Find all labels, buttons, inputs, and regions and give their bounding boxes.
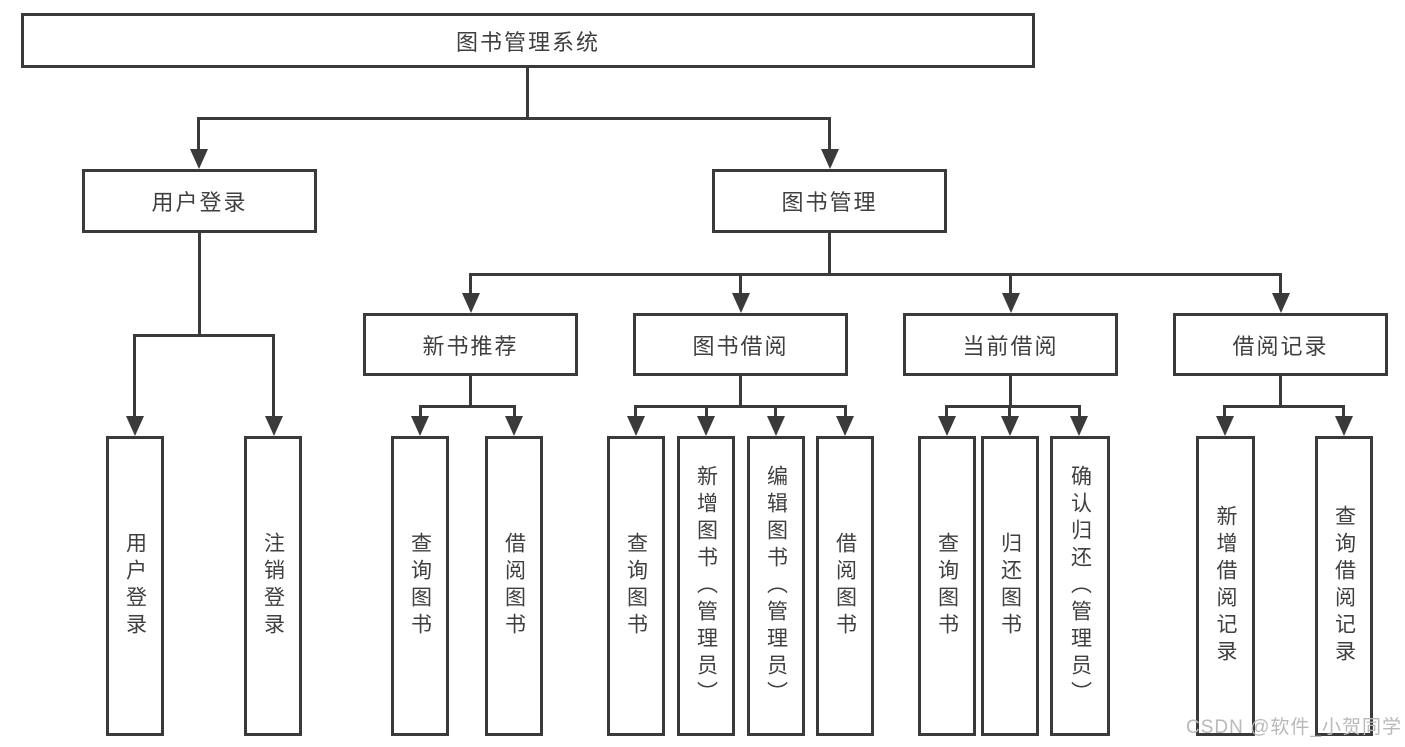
arrow-down-icon — [190, 149, 208, 169]
edge-records-bar — [1224, 405, 1345, 408]
node-root: 图书管理系统 — [21, 13, 1035, 68]
edge-to-book-borrow — [739, 273, 742, 296]
leaf-borrow-books-borrow: 借阅图书 — [816, 436, 874, 736]
arrow-down-icon — [126, 416, 144, 436]
arrow-down-icon — [462, 293, 480, 313]
leaf-edit-books-admin: 编辑图书（管理员） — [747, 436, 805, 736]
node-label: 注销登录 — [261, 532, 285, 640]
node-label: 查询图书 — [408, 532, 432, 640]
leaf-return-books: 归还图书 — [981, 436, 1039, 736]
arrow-down-icon — [1002, 293, 1020, 313]
node-label: 图书管理系统 — [455, 29, 600, 55]
edge-recommend-bar — [419, 405, 515, 408]
edge-root-to-user-login — [197, 117, 200, 150]
edge-to-leaf — [1078, 405, 1081, 418]
node-label: 借阅记录 — [1232, 333, 1329, 359]
node-book-borrow: 图书借阅 — [633, 313, 848, 376]
edge-user-login-trunk — [198, 233, 201, 337]
edge-current-bar — [946, 405, 1081, 408]
edge-root-bar — [197, 117, 831, 120]
node-label: 查询图书 — [935, 532, 959, 640]
edge-to-leaf — [705, 405, 708, 418]
arrow-down-icon — [732, 293, 750, 313]
edge-to-new-book-recommend — [469, 273, 472, 296]
node-label: 新增借阅记录 — [1214, 505, 1237, 667]
edge-to-leaf — [419, 405, 422, 418]
edge-borrow-trunk — [739, 376, 742, 408]
leaf-query-books-current: 查询图书 — [918, 436, 976, 736]
edge-to-leaf — [513, 405, 516, 418]
edge-to-leaf — [1342, 405, 1345, 418]
node-label: 归还图书 — [998, 532, 1022, 640]
arrow-down-icon — [836, 416, 854, 436]
edge-to-leaf — [1223, 405, 1226, 418]
edge-root-trunk — [526, 68, 529, 120]
arrow-down-icon — [821, 149, 839, 169]
node-label: 查询图书 — [624, 532, 648, 640]
node-book-management: 图书管理 — [712, 169, 947, 233]
edge-recommend-trunk — [469, 376, 472, 408]
leaf-query-books-borrow: 查询图书 — [607, 436, 665, 736]
arrow-down-icon — [938, 416, 956, 436]
arrow-down-icon — [697, 416, 715, 436]
edge-to-leaf — [774, 405, 777, 418]
edge-borrow-bar — [635, 405, 846, 408]
edge-to-current-borrow — [1009, 273, 1012, 296]
arrow-down-icon — [1335, 416, 1353, 436]
edge-current-trunk — [1009, 376, 1012, 408]
arrow-down-icon — [265, 416, 283, 436]
edge-book-management-bar — [469, 273, 1281, 276]
node-new-book-recommend: 新书推荐 — [363, 313, 578, 376]
leaf-logout: 注销登录 — [244, 436, 302, 736]
leaf-query-borrow-record: 查询借阅记录 — [1315, 436, 1373, 736]
node-label: 借阅图书 — [502, 532, 526, 640]
edge-book-management-trunk — [828, 233, 831, 276]
edge-to-leaf — [634, 405, 637, 418]
arrow-down-icon — [1216, 416, 1234, 436]
node-label: 新书推荐 — [422, 333, 519, 359]
node-label: 图书管理 — [781, 190, 878, 215]
leaf-user-login: 用户登录 — [106, 436, 164, 736]
node-label: 图书借阅 — [692, 333, 789, 359]
node-label: 查询借阅记录 — [1332, 505, 1356, 667]
node-borrow-records: 借阅记录 — [1173, 313, 1388, 376]
edge-to-borrow-records — [1279, 273, 1282, 296]
edge-records-trunk — [1279, 376, 1282, 408]
arrow-down-icon — [627, 416, 645, 436]
node-label: 编辑图书（管理员） — [764, 464, 788, 708]
edge-to-leaf — [945, 405, 948, 418]
node-label: 用户登录 — [151, 190, 248, 215]
leaf-borrow-books-recommend: 借阅图书 — [485, 436, 543, 736]
node-label: 当前借阅 — [962, 333, 1059, 359]
arrow-down-icon — [1272, 293, 1290, 313]
node-label: 新增图书（管理员） — [694, 464, 718, 708]
leaf-confirm-return-admin: 确认归还（管理员） — [1050, 436, 1110, 736]
edge-user-login-bar — [133, 334, 274, 337]
edge-to-leaf — [1008, 405, 1011, 418]
leaf-add-borrow-record: 新增借阅记录 — [1196, 436, 1255, 736]
node-label: 用户登录 — [123, 532, 147, 640]
node-label: 借阅图书 — [833, 532, 857, 640]
arrow-down-icon — [1001, 416, 1019, 436]
csdn-watermark: CSDN @软件_小贺同学 — [1186, 717, 1402, 738]
arrow-down-icon — [767, 416, 785, 436]
edge-root-to-book-management — [828, 117, 831, 150]
leaf-add-books-admin: 新增图书（管理员） — [677, 436, 735, 736]
edge-to-leaf — [844, 405, 847, 418]
leaf-query-books-recommend: 查询图书 — [391, 436, 449, 736]
arrow-down-icon — [411, 416, 429, 436]
arrow-down-icon — [505, 416, 523, 436]
node-label: 确认归还（管理员） — [1068, 464, 1092, 708]
edge-to-leaf-logout — [272, 334, 275, 418]
node-user-login: 用户登录 — [82, 169, 317, 233]
edge-to-leaf-user-login — [133, 334, 136, 418]
node-current-borrow: 当前借阅 — [903, 313, 1118, 376]
arrow-down-icon — [1070, 416, 1088, 436]
